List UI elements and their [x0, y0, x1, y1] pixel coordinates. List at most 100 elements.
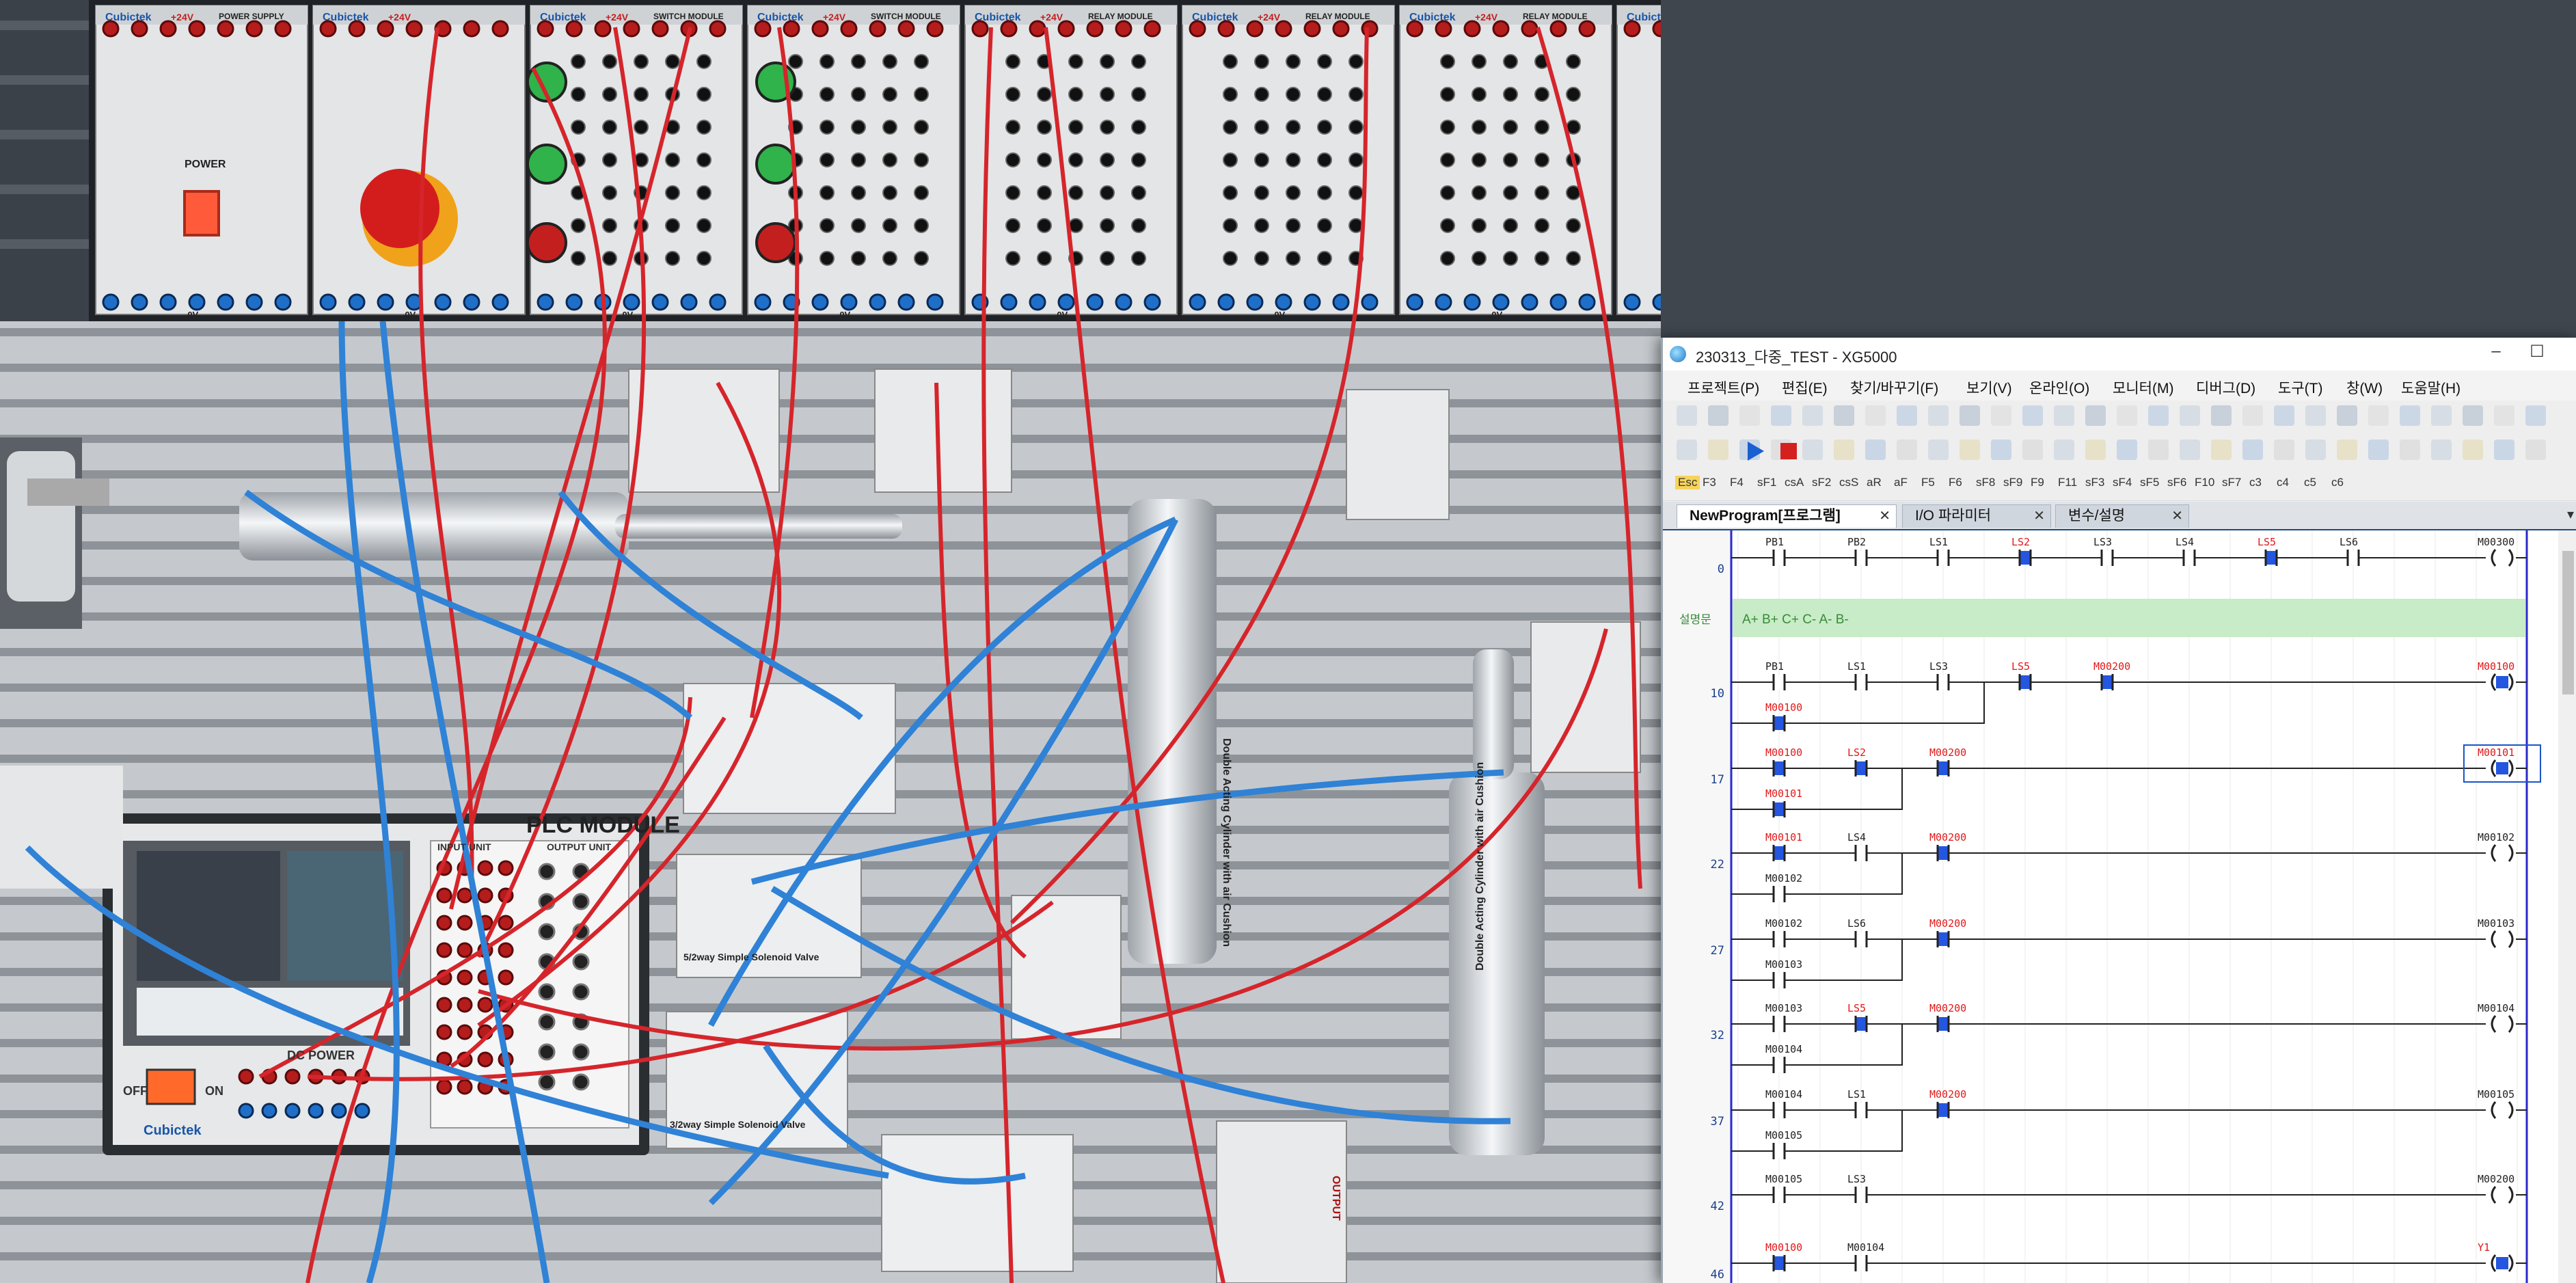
- toolbar-button-icon[interactable]: [2242, 405, 2263, 426]
- jack[interactable]: [819, 218, 835, 233]
- terminal-0v[interactable]: [869, 293, 886, 311]
- jack[interactable]: [1254, 251, 1269, 266]
- toolbar-button-icon[interactable]: [1834, 440, 1854, 460]
- plc-input-terminal[interactable]: [457, 887, 473, 904]
- jack[interactable]: [665, 251, 680, 266]
- menu-view[interactable]: 보기(V): [1966, 381, 2012, 396]
- contact-label[interactable]: M00101: [1765, 831, 1802, 843]
- jack[interactable]: [1472, 87, 1487, 102]
- terminal-0v[interactable]: [463, 293, 480, 311]
- jack[interactable]: [1286, 185, 1301, 200]
- menu-window[interactable]: 창(W): [2346, 381, 2383, 396]
- jack[interactable]: [1131, 218, 1146, 233]
- menu-project[interactable]: 프로젝트(P): [1687, 381, 1760, 396]
- jack[interactable]: [1100, 185, 1115, 200]
- jack[interactable]: [851, 251, 866, 266]
- jack[interactable]: [665, 185, 680, 200]
- blue-tube[interactable]: [558, 490, 863, 720]
- jack[interactable]: [602, 54, 617, 69]
- jack[interactable]: [1440, 185, 1455, 200]
- red-wire[interactable]: [450, 716, 727, 1068]
- power-lamp[interactable]: [183, 190, 220, 237]
- jack[interactable]: [914, 120, 929, 135]
- terminal-24v[interactable]: [811, 20, 829, 38]
- dc-terminal-0v[interactable]: [261, 1103, 277, 1119]
- jack[interactable]: [1100, 54, 1115, 69]
- jack[interactable]: [602, 120, 617, 135]
- ladder-key-15[interactable]: sF3: [2085, 476, 2105, 489]
- terminal-24v[interactable]: [537, 20, 554, 38]
- jack[interactable]: [571, 251, 586, 266]
- toolbar-button-icon[interactable]: [2337, 405, 2357, 426]
- contact-label[interactable]: LS4: [2175, 536, 2194, 548]
- contact-label[interactable]: PB1: [1765, 536, 1784, 548]
- terminal-24v[interactable]: [1143, 20, 1161, 38]
- plc-input-terminal[interactable]: [436, 942, 452, 958]
- toolbar-button-icon[interactable]: [2494, 440, 2514, 460]
- plc-output-terminal[interactable]: [572, 953, 590, 971]
- terminal-24v[interactable]: [491, 20, 509, 38]
- blue-tube[interactable]: [770, 886, 1511, 1124]
- jack[interactable]: [1037, 251, 1052, 266]
- terminal-24v[interactable]: [102, 20, 120, 38]
- contact-label[interactable]: LS4: [1847, 831, 1866, 843]
- jack[interactable]: [1254, 152, 1269, 167]
- toolbar-button-icon[interactable]: [1708, 405, 1728, 426]
- red-wire[interactable]: [477, 381, 782, 1027]
- jack[interactable]: [665, 54, 680, 69]
- toolbar-button-icon[interactable]: [1865, 405, 1886, 426]
- terminal-0v[interactable]: [1332, 293, 1350, 311]
- jack[interactable]: [1100, 152, 1115, 167]
- jack[interactable]: [1348, 152, 1364, 167]
- plc-output-terminal[interactable]: [538, 1073, 556, 1091]
- terminal-24v[interactable]: [405, 20, 423, 38]
- jack[interactable]: [914, 185, 929, 200]
- terminal-24v[interactable]: [783, 20, 800, 38]
- terminal-24v[interactable]: [1086, 20, 1104, 38]
- toolbar-button-icon[interactable]: [2525, 440, 2546, 460]
- toolbar-button-icon[interactable]: [1771, 405, 1791, 426]
- toolbar-button-icon[interactable]: [2274, 440, 2294, 460]
- terminal-24v[interactable]: [869, 20, 886, 38]
- terminal-0v[interactable]: [245, 293, 263, 311]
- jack[interactable]: [1131, 152, 1146, 167]
- jack[interactable]: [1348, 185, 1364, 200]
- jack[interactable]: [819, 152, 835, 167]
- jack[interactable]: [1472, 120, 1487, 135]
- ladder-key-17[interactable]: sF5: [2140, 476, 2160, 489]
- jack[interactable]: [1317, 54, 1332, 69]
- plc-input-terminal[interactable]: [477, 887, 493, 904]
- jack[interactable]: [1068, 185, 1083, 200]
- maximize-button[interactable]: ☐: [2530, 342, 2545, 361]
- terminal-0v[interactable]: [623, 293, 640, 311]
- contact-label[interactable]: LS3: [2093, 536, 2112, 548]
- jack[interactable]: [634, 54, 649, 69]
- jack[interactable]: [1472, 218, 1487, 233]
- jack[interactable]: [851, 87, 866, 102]
- terminal-0v[interactable]: [131, 293, 148, 311]
- plc-output-terminal[interactable]: [572, 1073, 590, 1091]
- toolbar-button-icon[interactable]: [2085, 405, 2106, 426]
- jack[interactable]: [1566, 251, 1581, 266]
- jack[interactable]: [1005, 54, 1020, 69]
- terminal-24v[interactable]: [1275, 20, 1292, 38]
- close-icon[interactable]: ✕: [2171, 509, 2183, 524]
- terminal-24v[interactable]: [651, 20, 669, 38]
- ladder-key-7[interactable]: aR: [1867, 476, 1882, 489]
- pushbutton-switch[interactable]: [526, 144, 567, 185]
- contact-label[interactable]: M00100: [1765, 1241, 1802, 1254]
- toolbar-button-icon[interactable]: [1865, 440, 1886, 460]
- scrollbar-thumb[interactable]: [2562, 551, 2574, 694]
- terminal-24v[interactable]: [1057, 20, 1075, 38]
- contact-label[interactable]: LS6: [1847, 917, 1866, 930]
- jack[interactable]: [665, 218, 680, 233]
- dc-terminal-0v[interactable]: [238, 1103, 254, 1119]
- title-bar[interactable]: 230313_다중_TEST - XG5000 – ☐: [1663, 338, 2576, 371]
- terminal-0v[interactable]: [1406, 293, 1424, 311]
- jack[interactable]: [1566, 54, 1581, 69]
- minimize-button[interactable]: –: [2491, 342, 2501, 360]
- ladder-key-12[interactable]: sF9: [2003, 476, 2023, 489]
- plc-input-terminal[interactable]: [498, 969, 514, 986]
- jack[interactable]: [1286, 218, 1301, 233]
